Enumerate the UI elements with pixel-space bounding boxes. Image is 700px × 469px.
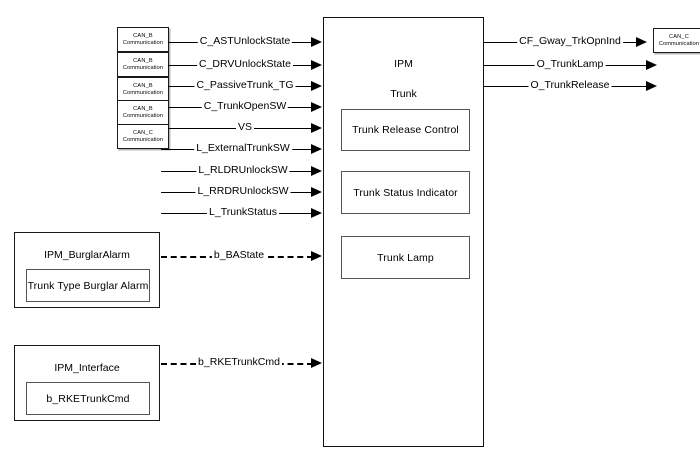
sub-block-trunk-lamp[interactable]: Trunk Lamp	[341, 236, 470, 279]
signal-label-b-rketrunkcmd: b_RKETrunkCmd	[196, 356, 282, 368]
signal-arrow-o-trunklamp	[646, 59, 657, 70]
inner-block-b-rke-trunk-cmd[interactable]: b_RKETrunkCmd	[26, 382, 150, 415]
signal-arrow-c-passivetrunk-tg	[311, 80, 322, 91]
signal-arrow-c-drvunlockstate	[311, 59, 322, 70]
signal-label-c-trunkopensw: C_TrunkOpenSW	[201, 100, 289, 112]
can-block-line1: CAN_B	[133, 106, 153, 113]
signal-arrow-o-trunkrelease	[646, 80, 657, 91]
inner-block-label: b_RKETrunkCmd	[46, 392, 130, 405]
can-block-line1: CAN_C	[669, 34, 689, 41]
signal-label-c-passivetrunk-tg: C_PassiveTrunk_TG	[194, 79, 296, 91]
can-block-line2: Communication	[658, 40, 700, 47]
signal-label-o-trunkrelease: O_TrunkRelease	[528, 79, 612, 91]
signal-label-b-bastate: b_BAState	[211, 249, 267, 261]
can-block-line2: Communication	[122, 112, 164, 119]
source-block-can-b-1[interactable]: CAN_B Communication	[117, 27, 169, 52]
signal-arrow-l-rldrunlocksw	[311, 165, 322, 176]
main-block-title-ipm: IPM	[394, 58, 413, 70]
signal-arrow-b-rketrunkcmd	[311, 357, 322, 368]
main-block-title-trunk: Trunk	[390, 88, 417, 100]
signal-label-c-astunlockstate: C_ASTUnlockState	[197, 35, 293, 47]
signal-label-l-externaltrunksw: L_ExternalTrunkSW	[194, 142, 292, 154]
signal-arrow-c-astunlockstate	[311, 36, 322, 47]
block-title-ipm-burglar-alarm: IPM_BurglarAlarm	[44, 249, 130, 261]
source-block-can-b-4[interactable]: CAN_B Communication	[117, 100, 169, 125]
sub-block-label: Trunk Lamp	[377, 251, 434, 264]
sub-block-trunk-release-control[interactable]: Trunk Release Control	[341, 109, 470, 151]
signal-label-o-trunklamp: O_TrunkLamp	[534, 58, 606, 70]
signal-label-l-trunkstatus: L_TrunkStatus	[207, 206, 279, 218]
signal-arrow-cf-gway-trkopnind	[636, 36, 647, 47]
sub-block-label: Trunk Release Control	[352, 124, 459, 136]
signal-label-l-rldrunlocksw: L_RLDRUnlockSW	[196, 164, 290, 176]
can-block-line2: Communication	[122, 39, 164, 46]
sink-block-can-c[interactable]: CAN_C Communication	[653, 28, 700, 53]
source-block-can-b-2[interactable]: CAN_B Communication	[117, 52, 169, 77]
sub-block-trunk-status-indicator[interactable]: Trunk Status Indicator	[341, 171, 470, 214]
source-block-can-b-3[interactable]: CAN_B Communication	[117, 77, 169, 102]
signal-arrow-vs	[311, 122, 322, 133]
signal-arrow-l-rrdrunlocksw	[311, 186, 322, 197]
inner-block-trunk-type-burglar-alarm[interactable]: Trunk Type Burglar Alarm	[26, 269, 150, 302]
can-block-line1: CAN_B	[133, 33, 153, 40]
signal-label-vs: VS	[235, 121, 255, 133]
block-ipm-burglar-alarm[interactable]: IPM_BurglarAlarm Trunk Type Burglar Alar…	[14, 232, 160, 308]
can-block-line2: Communication	[122, 64, 164, 71]
sub-block-label: Trunk Status Indicator	[353, 186, 458, 199]
signal-label-c-drvunlockstate: C_DRVUnlockState	[196, 58, 294, 70]
signal-arrow-l-trunkstatus	[311, 207, 322, 218]
block-ipm-interface[interactable]: IPM_Interface b_RKETrunkCmd	[14, 345, 160, 421]
can-block-line2: Communication	[122, 136, 164, 143]
can-block-line1: CAN_C	[133, 130, 153, 137]
signal-label-l-rrdrunlocksw: L_RRDRUnlockSW	[195, 185, 291, 197]
can-block-line1: CAN_B	[133, 58, 153, 65]
can-block-line1: CAN_B	[133, 83, 153, 90]
main-ipm-trunk-block[interactable]: IPM Trunk Trunk Release Control Trunk St…	[323, 17, 484, 447]
block-title-ipm-interface: IPM_Interface	[54, 362, 120, 374]
signal-arrow-c-trunkopensw	[311, 101, 322, 112]
source-block-can-c-1[interactable]: CAN_C Communication	[117, 124, 169, 149]
signal-label-cf-gway-trkopnind: CF_Gway_TrkOpnInd	[517, 35, 623, 47]
signal-arrow-l-externaltrunksw	[311, 143, 322, 154]
can-block-line2: Communication	[122, 89, 164, 96]
inner-block-label: Trunk Type Burglar Alarm	[27, 279, 149, 292]
signal-arrow-b-bastate	[311, 250, 322, 261]
